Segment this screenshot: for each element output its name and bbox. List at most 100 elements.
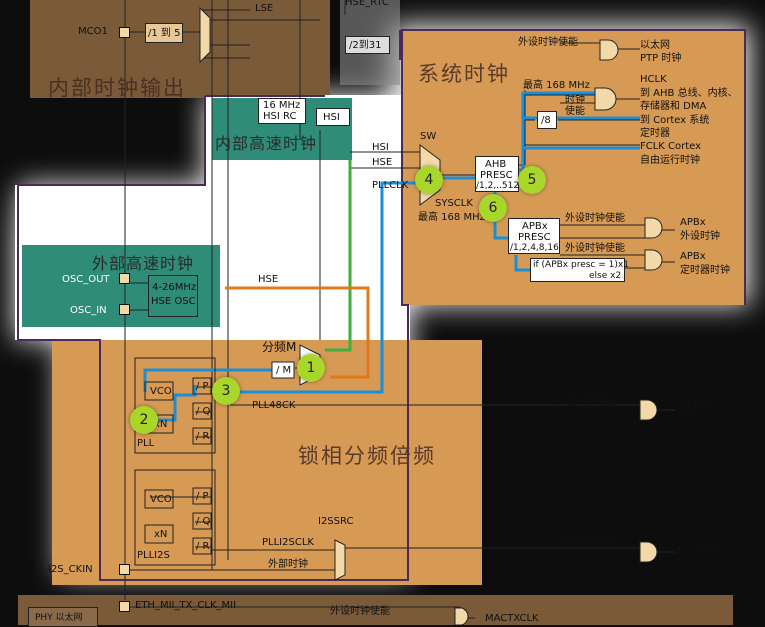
badge-5: 5 bbox=[518, 166, 546, 194]
plli2s-r: / R bbox=[196, 541, 210, 552]
eth-ptp-line1: 以太网 bbox=[640, 40, 670, 51]
plli2s-vco: VCO bbox=[150, 494, 172, 505]
sysclk-max-label: 最高 168 MHz bbox=[418, 212, 485, 223]
mco1-pin bbox=[119, 27, 130, 38]
eth-tx-pin bbox=[119, 601, 130, 612]
plli2s-q: / Q bbox=[196, 516, 211, 527]
phy-label: PHY 以太网 bbox=[35, 613, 83, 623]
div8-block: /8 bbox=[537, 111, 557, 129]
fclk-desc: 自由运行时钟 bbox=[640, 155, 700, 166]
usb-enable: 外设时钟使能 bbox=[557, 397, 617, 408]
systick-line1: 到 Cortex 系统 bbox=[640, 115, 710, 126]
pll-r: / R bbox=[196, 431, 210, 442]
apb-enable: 外设时钟使能 bbox=[565, 213, 625, 224]
hsi-rc-block: 16 MHz HSI RC bbox=[258, 98, 306, 124]
sw-input-hse: HSE bbox=[372, 157, 393, 168]
tim-enable: 外设时钟使能 bbox=[565, 243, 625, 254]
mco-region-title: 内部时钟输出 bbox=[48, 76, 186, 100]
pll-q: / Q bbox=[196, 406, 211, 417]
badge-6: 6 bbox=[479, 194, 507, 222]
hsi-region-title: 内部高速时钟 bbox=[215, 134, 318, 153]
i2s-out-label: I2S 时钟 bbox=[678, 546, 717, 557]
pll-p: / P bbox=[196, 381, 209, 392]
i2s-ckin-pin bbox=[119, 564, 130, 575]
tim-multiplier: if (APBx presc = 1)x1 else x2 bbox=[530, 258, 629, 282]
i2s-enable: 外设时钟使能 bbox=[557, 539, 617, 550]
pll-region-title: 锁相分频倍频 bbox=[298, 444, 436, 468]
sysclk-label: SYSCLK bbox=[435, 198, 473, 209]
rtc-divider: /2到31 bbox=[345, 36, 390, 54]
osc-out-pin bbox=[119, 273, 130, 284]
ahb-line3: /1,2,..512 bbox=[476, 181, 520, 191]
pll-name: PLL bbox=[137, 438, 155, 449]
osc-in-label: OSC_IN bbox=[70, 305, 107, 316]
sw-input-hsi: HSI bbox=[372, 142, 389, 153]
div8-label: /8 bbox=[541, 115, 551, 126]
bottom-enable: 外设时钟使能 bbox=[330, 606, 390, 617]
tim-out2: 定时器时钟 bbox=[680, 265, 730, 276]
pll-xn: xN bbox=[154, 419, 168, 430]
phy-block: PHY 以太网 bbox=[28, 607, 98, 627]
plli2s-p: / P bbox=[196, 491, 209, 502]
hclk-desc-2: 存储器和 DMA bbox=[640, 101, 707, 112]
mco1-label: MCO1 bbox=[78, 26, 108, 37]
apb-line2: PRESC bbox=[518, 232, 551, 243]
rtc-divider-label: /2到31 bbox=[349, 40, 382, 51]
i2s-ckin-label: I2S_CKIN bbox=[48, 564, 93, 575]
hse-region-title: 外部高速时钟 bbox=[92, 254, 195, 273]
hse-osc-line2: HSE OSC bbox=[151, 296, 196, 307]
hse-rtc-label: HSE_RTC bbox=[345, 0, 389, 8]
ahb-prescaler: AHB PRESC /1,2,..512 bbox=[475, 156, 519, 192]
badge-2: 2 bbox=[130, 406, 158, 434]
plli2sclk-label: PLLI2SCLK bbox=[262, 537, 314, 548]
hsi-rc-line2: HSI RC bbox=[263, 111, 297, 122]
eth-ptp-enable: 外设时钟使能 bbox=[518, 37, 578, 48]
mco-divider-label: /1 到 5 bbox=[148, 28, 181, 39]
tim-mul2: else x2 bbox=[589, 271, 622, 281]
div-m: / M bbox=[276, 365, 292, 376]
i2ssrc-label: I2SSRC bbox=[318, 516, 354, 527]
usb-line2: 时钟 bbox=[678, 411, 698, 422]
osc-out-label: OSC_OUT bbox=[62, 274, 110, 285]
plli2s-name: PLLI2S bbox=[137, 550, 170, 561]
eth-tx-label: ETH_MII_TX_CLK_MII bbox=[135, 600, 237, 611]
pll-vco: VCO bbox=[150, 386, 172, 397]
lse-label: LSE bbox=[255, 3, 274, 14]
apb-line3: /1,2,4,8,16 bbox=[510, 243, 559, 253]
apb-out2: 外设时钟 bbox=[680, 231, 720, 242]
hse-osc-line1: 4-26MHz bbox=[152, 282, 197, 293]
hsi-rc-line1: 16 MHz bbox=[263, 100, 301, 111]
tim-mul1: if (APBx presc = 1)x1 bbox=[533, 260, 629, 270]
eth-ptp-line2: PTP 时钟 bbox=[640, 53, 682, 64]
tim-out1: APBx bbox=[680, 251, 706, 262]
hsi-tag-label: HSI bbox=[323, 112, 340, 123]
hclk-enable-1: 时钟 bbox=[565, 95, 585, 106]
ext-clock-label: 外部时钟 bbox=[268, 559, 308, 570]
ahb-max-label: 最高 168 MHz bbox=[523, 80, 590, 91]
sw-label: SW bbox=[420, 131, 437, 142]
hse-line-label: HSE bbox=[258, 274, 279, 285]
osc-in-pin bbox=[119, 304, 130, 315]
pll48-label: PLL48CK bbox=[252, 400, 296, 411]
fclk-label: FCLK Cortex bbox=[640, 141, 702, 152]
apb-out1: APBx bbox=[680, 217, 706, 228]
ahb-line2: PRESC bbox=[480, 170, 513, 181]
systick-line2: 定时器 bbox=[640, 128, 670, 139]
hse-osc-block: 4-26MHz HSE OSC bbox=[148, 275, 198, 317]
badge-4: 4 bbox=[415, 166, 443, 194]
apb-line1: APBx bbox=[522, 221, 548, 232]
ahb-line1: AHB bbox=[485, 159, 507, 170]
hsi-tag: HSI bbox=[316, 108, 350, 126]
mactx-label: MACTXCLK bbox=[485, 613, 539, 624]
div-m-label: 分频M bbox=[262, 340, 297, 354]
badge-1: 1 bbox=[297, 354, 325, 382]
mco-divider: /1 到 5 bbox=[145, 23, 183, 43]
sw-input-pll: PLLCLK bbox=[372, 180, 409, 191]
usb-line1: 48 MHz bbox=[678, 397, 716, 408]
hclk-desc-1: 到 AHB 总线、内核、 bbox=[640, 88, 738, 99]
system-clock-title: 系统时钟 bbox=[418, 62, 510, 86]
apb-prescaler: APBx PRESC /1,2,4,8,16 bbox=[508, 218, 560, 254]
badge-3: 3 bbox=[212, 377, 240, 405]
plli2s-xn: xN bbox=[154, 529, 168, 540]
